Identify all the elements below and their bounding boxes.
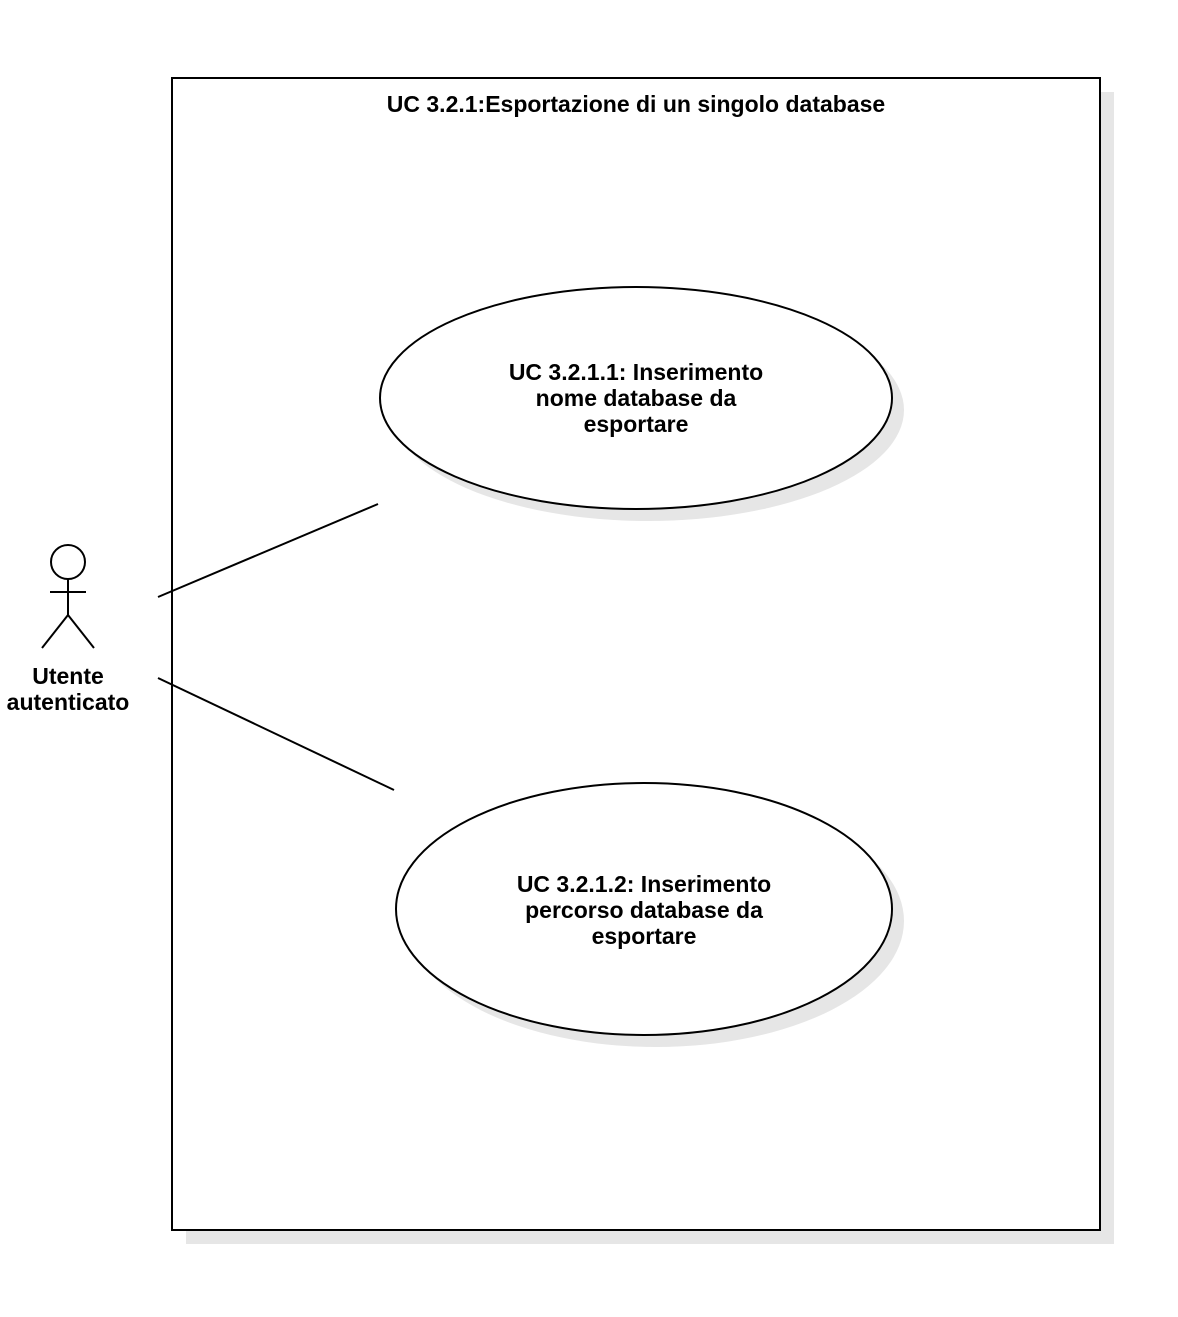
use-case-2-label-line-1: UC 3.2.1.2: Inserimento — [517, 871, 771, 897]
use-case-2[interactable]: UC 3.2.1.2: Inserimento percorso databas… — [395, 782, 904, 1047]
actor-name-line-1: Utente — [32, 663, 104, 689]
use-case-2-ellipse[interactable] — [395, 782, 893, 1036]
actor-stick-figure[interactable] — [41, 544, 95, 649]
use-case-1-label-line-1: UC 3.2.1.1: Inserimento — [509, 359, 763, 385]
use-case-2-label-line-2: percorso database da — [525, 897, 763, 923]
use-case-1[interactable]: UC 3.2.1.1: Inserimento nome database da… — [379, 286, 904, 521]
actor-right-leg — [67, 614, 95, 649]
use-case-1-ellipse[interactable] — [379, 286, 893, 510]
actor-left-leg — [41, 614, 69, 649]
system-boundary-title: UC 3.2.1:Esportazione di un singolo data… — [387, 91, 885, 117]
use-case-1-label-line-3: esportare — [584, 411, 689, 437]
association-line-1[interactable] — [157, 503, 379, 598]
actor-name-line-2: autenticato — [7, 689, 130, 715]
actor-head — [50, 544, 86, 580]
system-boundary[interactable] — [171, 77, 1101, 1231]
use-case-2-label-line-3: esportare — [592, 923, 697, 949]
use-case-1-label-line-2: nome database da — [536, 385, 737, 411]
association-line-2[interactable] — [157, 677, 395, 791]
